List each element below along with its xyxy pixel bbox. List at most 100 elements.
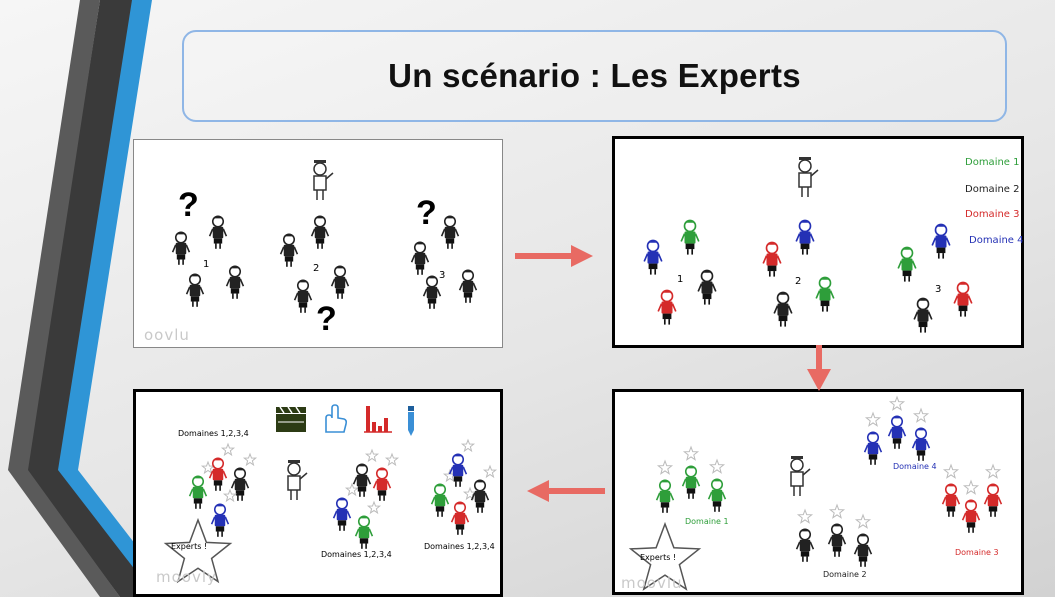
student-figure bbox=[815, 276, 835, 312]
question-mark: ? bbox=[178, 186, 199, 224]
label-domaines-group-3: Domaines 1,2,3,4 bbox=[424, 542, 495, 551]
legend-domaine-3: Domaine 3 bbox=[965, 209, 1020, 220]
student-figure bbox=[352, 463, 372, 497]
student-figure bbox=[681, 465, 701, 499]
student-figure bbox=[458, 269, 478, 303]
student-figure bbox=[470, 479, 490, 513]
student-figure bbox=[657, 289, 677, 325]
expert-star bbox=[344, 482, 360, 497]
student-figure bbox=[913, 297, 933, 333]
student-figure bbox=[171, 231, 191, 265]
expert-star bbox=[656, 459, 674, 475]
student-figure bbox=[931, 223, 951, 259]
panel-domains-assigned: Domaine 1 Domaine 2 Domaine 3 Domaine 4 … bbox=[612, 136, 1024, 348]
expert-star bbox=[482, 464, 498, 479]
group-number: 3 bbox=[439, 270, 446, 281]
student-figure bbox=[185, 273, 205, 307]
panel-expert-groups: Domaine 1 Domaine 2 Domaine 3 Domaine 4 … bbox=[612, 389, 1024, 595]
tool-icons bbox=[276, 404, 414, 436]
student-figure bbox=[410, 241, 430, 275]
arrow-left bbox=[527, 480, 605, 502]
expert-star bbox=[942, 463, 960, 479]
student-figure bbox=[795, 528, 815, 562]
panel4-figures bbox=[163, 404, 498, 584]
label-domaines-group-1: Domaines 1,2,3,4 bbox=[178, 429, 249, 438]
panel-initial-groups: ? ? ? 1 2 3 oovlu bbox=[133, 139, 503, 348]
teacher-figure bbox=[798, 157, 819, 197]
student-figure bbox=[354, 515, 374, 549]
title-banner: Un scénario : Les Experts bbox=[182, 30, 1007, 122]
student-figure bbox=[983, 483, 1003, 517]
student-figure bbox=[230, 467, 250, 501]
student-figure bbox=[773, 291, 793, 327]
label-domaine-3: Domaine 3 bbox=[955, 548, 999, 557]
slide-title: Un scénario : Les Experts bbox=[388, 57, 801, 94]
expert-star bbox=[366, 500, 382, 515]
student-figure bbox=[897, 246, 917, 282]
student-figure bbox=[953, 281, 973, 317]
student-figure bbox=[853, 533, 873, 567]
student-figure bbox=[941, 483, 961, 517]
student-figure bbox=[827, 523, 847, 557]
pen-icon bbox=[408, 406, 414, 436]
label-domaine-1: Domaine 1 bbox=[685, 517, 729, 526]
student-figure bbox=[707, 478, 727, 512]
student-figure bbox=[422, 275, 442, 309]
group-number: 3 bbox=[935, 284, 942, 295]
expert-star bbox=[242, 452, 258, 467]
student-figure bbox=[697, 269, 717, 305]
group-number: 2 bbox=[313, 263, 320, 274]
label-domaines-group-2: Domaines 1,2,3,4 bbox=[321, 550, 392, 559]
expert-star bbox=[220, 442, 236, 457]
expert-star bbox=[864, 411, 882, 427]
label-domaine-2: Domaine 2 bbox=[823, 570, 867, 579]
teacher-figure bbox=[287, 460, 308, 500]
question-mark: ? bbox=[416, 194, 437, 232]
expert-star bbox=[828, 503, 846, 519]
student-figure bbox=[762, 241, 782, 277]
student-figure bbox=[372, 467, 392, 501]
student-figure bbox=[332, 497, 352, 531]
expert-star bbox=[912, 407, 930, 423]
student-figure bbox=[863, 431, 883, 465]
expert-star bbox=[222, 488, 238, 503]
expert-star bbox=[384, 452, 400, 467]
label-domaine-4: Domaine 4 bbox=[893, 462, 937, 471]
hand-pointer-icon bbox=[325, 404, 348, 433]
teacher-figure bbox=[313, 160, 334, 200]
clapperboard-icon bbox=[276, 406, 306, 432]
bar-chart-icon bbox=[364, 406, 392, 433]
student-figure bbox=[330, 265, 350, 299]
arrow-down bbox=[807, 345, 831, 391]
expert-star bbox=[460, 438, 476, 453]
legend-domaine-4: Domaine 4 bbox=[969, 235, 1024, 246]
student-figure bbox=[643, 239, 663, 275]
legend-domaine-2: Domaine 2 bbox=[965, 184, 1020, 195]
experts-star-label: Experts ! bbox=[640, 553, 677, 562]
watermark: oovlu bbox=[144, 326, 190, 344]
student-figure bbox=[795, 219, 815, 255]
expert-star bbox=[796, 508, 814, 524]
expert-star bbox=[200, 460, 216, 475]
student-figure bbox=[450, 501, 470, 535]
expert-star bbox=[984, 463, 1002, 479]
student-figure bbox=[911, 427, 931, 461]
group-number: 1 bbox=[677, 274, 684, 285]
expert-star bbox=[854, 513, 872, 529]
student-figure bbox=[961, 499, 981, 533]
big-star bbox=[163, 517, 233, 584]
student-figure bbox=[680, 219, 700, 255]
student-figure bbox=[430, 483, 450, 517]
group-number: 2 bbox=[795, 276, 802, 287]
student-figure bbox=[310, 215, 330, 249]
student-figure bbox=[210, 503, 230, 537]
watermark: moovly bbox=[156, 568, 217, 586]
student-figure bbox=[655, 479, 675, 513]
student-figure bbox=[440, 215, 460, 249]
arrow-right bbox=[515, 245, 593, 267]
experts-star-label: Experts ! bbox=[171, 542, 208, 551]
student-figure bbox=[225, 265, 245, 299]
panel2-figures bbox=[643, 157, 973, 333]
question-mark: ? bbox=[316, 300, 337, 338]
